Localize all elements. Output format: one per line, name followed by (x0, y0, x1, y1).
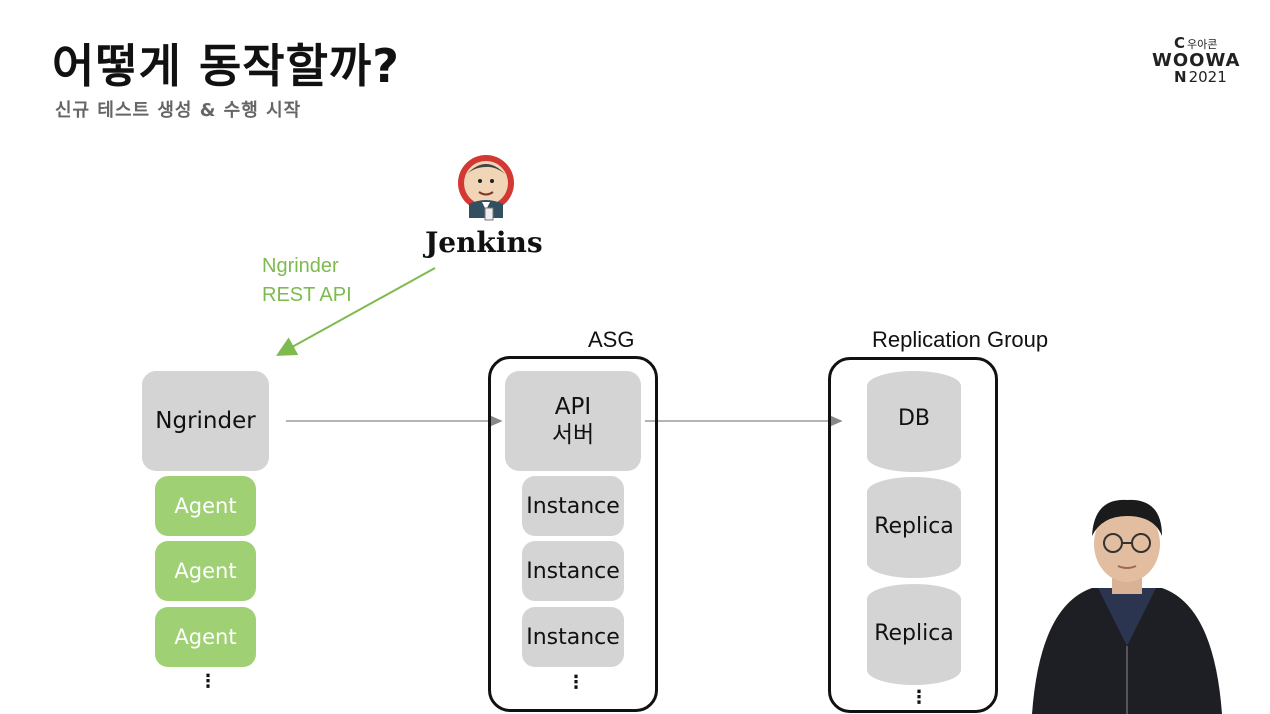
agent-node: Agent (155, 607, 256, 667)
logo-letter-n: N (1174, 68, 1187, 86)
instance-node: Instance (522, 476, 624, 536)
db-label: DB (897, 406, 931, 431)
replica-more-ellipsis: ⋮ (910, 687, 928, 708)
jenkins-butler-icon (458, 155, 514, 221)
ngrinder-rest-api-label: Ngrinder REST API (262, 252, 352, 310)
asg-group-frame (488, 356, 658, 712)
page-subtitle: 신규 테스트 생성 & 수행 시작 (55, 100, 302, 121)
replica-cylinder: Replica (866, 476, 962, 579)
replica-cylinder: Replica (866, 583, 962, 686)
asg-label: ASG (588, 327, 635, 352)
logo-korean: 우아콘 (1187, 38, 1218, 51)
database-icon (867, 371, 961, 472)
db-cylinder: DB (866, 370, 962, 473)
instance-node: Instance (522, 541, 624, 601)
database-icon (867, 584, 961, 685)
instance-node: Instance (522, 607, 624, 667)
api-label-line2: REST API (262, 284, 352, 306)
presenter-video (1022, 496, 1232, 714)
page-title: 어떻게 동작할까? (52, 39, 400, 93)
api-label-line1: Ngrinder (262, 255, 339, 277)
api-server-line1: API (554, 394, 592, 420)
replica-label: Replica (874, 514, 954, 539)
logo-year: 2021 (1188, 68, 1227, 86)
logo-letter-c: C (1174, 34, 1186, 52)
api-server-line2: 서버 (551, 422, 595, 448)
database-icon (867, 477, 961, 578)
agent-node: Agent (155, 541, 256, 601)
logo-word: WOOWA (1152, 50, 1241, 71)
jenkins-label: Jenkins (425, 226, 543, 259)
api-server-node: API 서버 (505, 371, 641, 471)
agent-node: Agent (155, 476, 256, 536)
agent-more-ellipsis: ⋮ (199, 671, 217, 692)
replication-group-frame (828, 357, 998, 713)
replication-group-label: Replication Group (872, 327, 1049, 352)
instance-more-ellipsis: ⋮ (567, 672, 585, 693)
replica-label: Replica (874, 621, 954, 646)
ngrinder-node: Ngrinder (142, 371, 269, 471)
